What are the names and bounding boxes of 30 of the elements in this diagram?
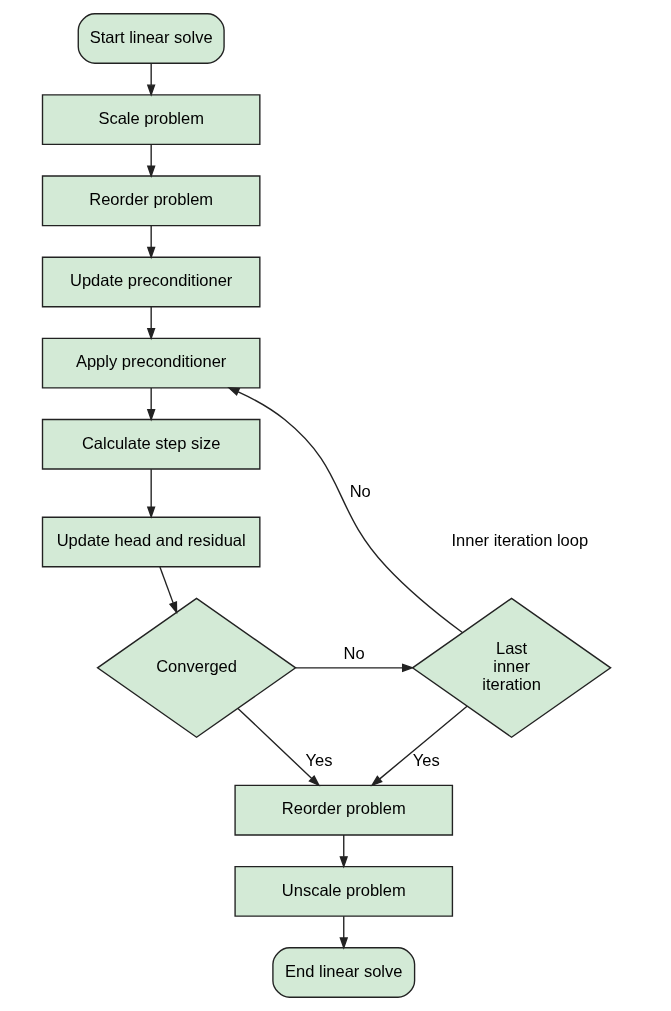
edge-label: No xyxy=(349,482,371,501)
node-box: Unscale problem xyxy=(234,865,454,917)
node-box: Start linear solve xyxy=(77,13,225,64)
arrow xyxy=(370,705,468,787)
arrow xyxy=(159,566,178,615)
arrow xyxy=(146,225,156,260)
arrow xyxy=(237,707,321,787)
arrow xyxy=(146,468,156,519)
node-box: Apply preconditioner xyxy=(41,337,261,389)
edge-label: No xyxy=(343,644,365,663)
edge-label: Yes xyxy=(305,750,333,769)
node-box: Reorder problem xyxy=(234,784,454,836)
node-diamond: Last inner iteration xyxy=(411,597,612,739)
node-box: Calculate step size xyxy=(41,418,261,470)
arrow xyxy=(146,62,156,97)
node-box: Scale problem xyxy=(41,94,261,146)
arrow xyxy=(339,915,349,950)
arrow xyxy=(295,663,415,673)
node-box: Update preconditioner xyxy=(41,256,261,308)
node-box: Reorder problem xyxy=(41,175,261,227)
arrow xyxy=(227,387,464,634)
node-box: Update head and residual xyxy=(41,516,261,568)
node-diamond: Converged xyxy=(96,597,297,739)
edge-label: Yes xyxy=(412,750,440,769)
arrow xyxy=(146,306,156,341)
node-box: End linear solve xyxy=(272,947,416,998)
arrow xyxy=(339,834,349,869)
arrow xyxy=(146,387,156,422)
arrow xyxy=(146,143,156,178)
label: Inner iteration loop xyxy=(451,531,589,550)
